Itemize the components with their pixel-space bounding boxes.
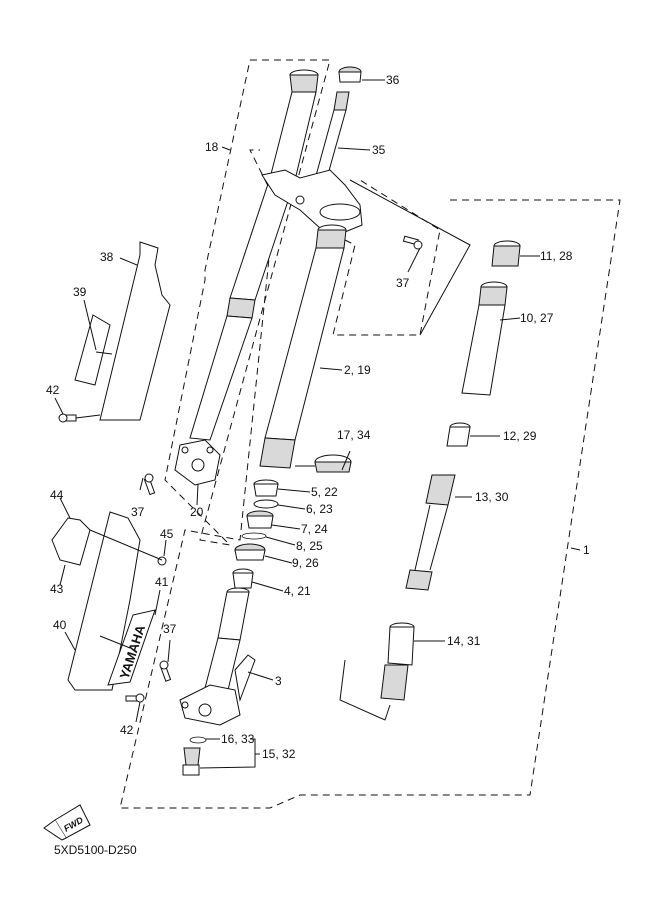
part-42-bolt-b (125, 693, 145, 703)
label-5-22: 5, 22 (311, 485, 338, 499)
label-9-26: 9, 26 (292, 556, 319, 570)
label-10-27: 10, 27 (520, 311, 554, 325)
label-37-mid: 37 (131, 505, 145, 519)
part-36-seal-cap (338, 66, 362, 83)
label-37-bottom: 37 (163, 622, 177, 636)
part-4-21-bushing (232, 568, 254, 589)
part-38-upper-guard (99, 241, 171, 421)
label-37-top: 37 (396, 276, 410, 290)
label-44: 44 (50, 488, 64, 502)
label-35: 35 (372, 143, 386, 157)
part-44-guard-bracket (51, 517, 91, 566)
label-13-30: 13, 30 (475, 490, 509, 504)
part-37-bolts (143, 235, 423, 682)
part-labels: 36 35 18 37 11, 28 10, 27 2, 19 12, 29 1… (46, 73, 590, 761)
part-15-32-bolt (182, 747, 201, 776)
label-1: 1 (583, 543, 590, 557)
label-38: 38 (100, 250, 114, 264)
label-15-32: 15, 32 (262, 747, 296, 761)
label-12-29: 12, 29 (503, 429, 537, 443)
label-3: 3 (275, 674, 282, 688)
part-9-26-dust-seal (234, 543, 266, 561)
label-4-21: 4, 21 (284, 584, 311, 598)
part-16-33-washer (189, 736, 207, 744)
fwd-arrow-icon: FWD (43, 804, 91, 841)
label-17-34: 17, 34 (337, 428, 371, 442)
label-42-top: 42 (46, 383, 60, 397)
label-11-28: 11, 28 (540, 249, 573, 263)
label-16-33: 16, 33 (221, 732, 255, 746)
bracket-outline (339, 179, 471, 721)
part-14-31-rod (380, 622, 415, 701)
label-41: 41 (155, 575, 169, 589)
part-39-decal (74, 314, 111, 386)
group-boundary-1 (119, 149, 621, 809)
part-17-34-dust-seal (314, 454, 352, 473)
label-18: 18 (205, 140, 219, 154)
label-36: 36 (386, 73, 400, 87)
label-8-25: 8, 25 (296, 539, 323, 553)
group-boundary-18 (164, 59, 331, 546)
part-2-19-outer-tube-right (259, 224, 347, 469)
part-11-28-cap (491, 240, 521, 267)
label-39: 39 (73, 285, 87, 299)
part-10-27-cylinder (461, 281, 508, 396)
label-2-19: 2, 19 (344, 363, 371, 377)
part-40-lower-guard (67, 511, 141, 691)
label-7-24: 7, 24 (301, 522, 328, 536)
part-13-30-spring (405, 474, 456, 591)
part-8-25-clip (241, 532, 267, 540)
part-35-steering-stem (313, 91, 350, 186)
label-6-23: 6, 23 (306, 502, 333, 516)
label-20: 20 (190, 505, 204, 519)
label-14-31: 14, 31 (447, 634, 481, 648)
triple-clamp (261, 169, 363, 233)
part-12-29-collar (446, 422, 471, 447)
part-20-axle-bracket-left (174, 439, 221, 486)
label-43: 43 (50, 582, 64, 596)
label-42-bottom: 42 (120, 723, 134, 737)
leader-lines (54, 79, 581, 769)
part-5-22-bushing (253, 479, 279, 497)
part-6-23-washer (253, 499, 279, 509)
drawing-code: 5XD5100-D250 (54, 843, 137, 857)
label-45: 45 (160, 527, 174, 541)
part-45-nut (157, 556, 167, 566)
part-42-bolt-a (58, 413, 77, 423)
part-7-24-oil-seal (246, 510, 274, 529)
part-3-inner-tube-bracket (179, 587, 256, 726)
label-40: 40 (53, 618, 67, 632)
